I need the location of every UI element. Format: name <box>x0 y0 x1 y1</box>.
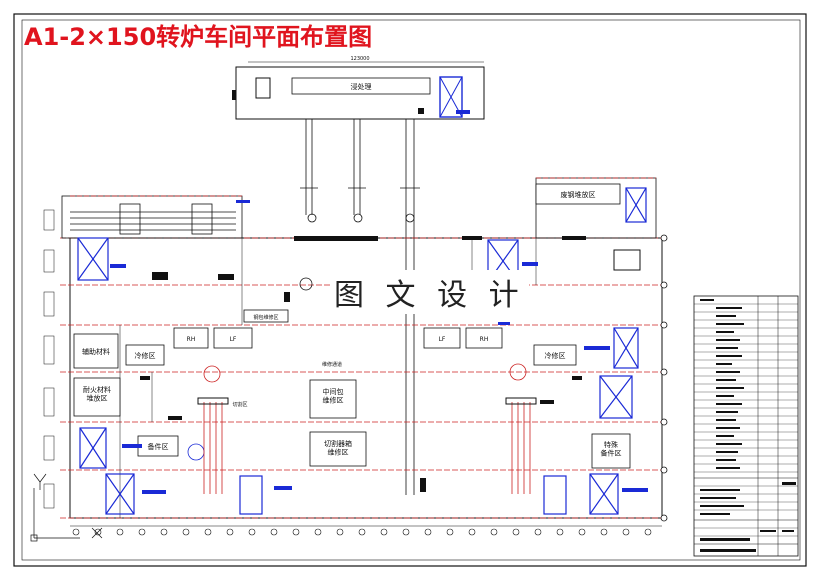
drawing-frame <box>13 13 807 567</box>
refractory-storage-label: 耐火材料堆放区 <box>83 385 111 403</box>
water-treatment-label: 浸处理 <box>351 82 372 91</box>
rh-left-label: RH <box>187 336 196 343</box>
axis-markers-bottom <box>72 528 652 536</box>
axis-markers-right <box>660 234 668 522</box>
lf-right-label: LF <box>439 336 446 343</box>
equipment-blocks <box>77 187 647 515</box>
spare-parts-label: 备件区 <box>148 442 169 451</box>
auxiliary-materials-label: 辅助材料 <box>82 347 110 356</box>
ladle-maintenance-label: 钢包维修区 <box>253 314 278 321</box>
waste-steel-storage-label: 废钢堆放区 <box>561 190 596 199</box>
tundish-maintenance-label: 中间包维修区 <box>323 387 344 405</box>
watermark-text: 图 文 设 计 <box>330 270 529 314</box>
middle-area-label: 维修通道 <box>322 361 342 368</box>
rh-right-label: RH <box>480 336 489 343</box>
cutter-maintenance-label: 切割器箱维修区 <box>324 439 352 457</box>
caster-strands <box>203 402 531 494</box>
cutting-area-label: 切割区 <box>232 401 247 408</box>
cold-repair-left-label: 冷修区 <box>135 351 156 360</box>
left-side-dimensions <box>43 209 55 509</box>
inner-frame <box>21 19 801 561</box>
water-treatment-building: 123000 浸处理 <box>232 56 485 120</box>
lf-left-label: LF <box>230 336 237 343</box>
drawing-title: A1-2×150转炉车间平面布置图 <box>24 23 373 51</box>
small-equipment <box>140 236 641 492</box>
top-dimension-text: 123000 <box>350 56 369 62</box>
special-spare-parts-label: 特殊备件区 <box>601 440 622 458</box>
title-block <box>693 295 799 557</box>
cold-repair-right-label: 冷修区 <box>545 351 566 360</box>
coordinate-axes <box>30 473 103 542</box>
upper-left-rails <box>70 203 236 235</box>
